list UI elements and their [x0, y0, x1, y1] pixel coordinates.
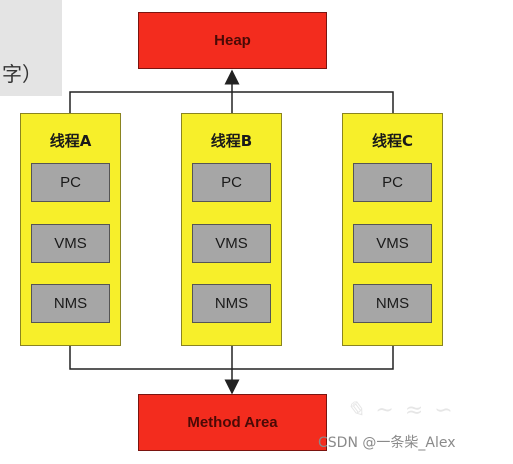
cropped-text: 字） — [2, 62, 42, 86]
watermark: CSDN @一条柴_Alex — [318, 435, 456, 451]
thread-box: 线程A PC VMS NMS — [20, 113, 121, 346]
faint-watermark-mark: ✎ ~ ≈ ∽ — [346, 398, 455, 423]
method-area-label: Method Area — [187, 414, 278, 431]
thread-title: 线程B — [210, 132, 253, 150]
vm-stack-cell: VMS — [353, 224, 432, 263]
native-method-stack-cell: NMS — [192, 284, 271, 323]
thread-box: 线程B PC VMS NMS — [181, 113, 282, 346]
method-area-box: Method Area — [138, 394, 327, 451]
vm-stack-cell: VMS — [192, 224, 271, 263]
pc-register-cell: PC — [192, 163, 271, 202]
heap-box: Heap — [138, 12, 327, 69]
native-method-stack-cell: NMS — [353, 284, 432, 323]
thread-title: 线程C — [371, 132, 413, 150]
cropped-panel: 字） — [0, 0, 62, 96]
vm-stack-cell: VMS — [31, 224, 110, 263]
pc-register-cell: PC — [31, 163, 110, 202]
thread-box: 线程C PC VMS NMS — [342, 113, 443, 346]
thread-title: 线程A — [49, 132, 92, 150]
native-method-stack-cell: NMS — [31, 284, 110, 323]
pc-register-cell: PC — [353, 163, 432, 202]
heap-label: Heap — [214, 32, 251, 49]
